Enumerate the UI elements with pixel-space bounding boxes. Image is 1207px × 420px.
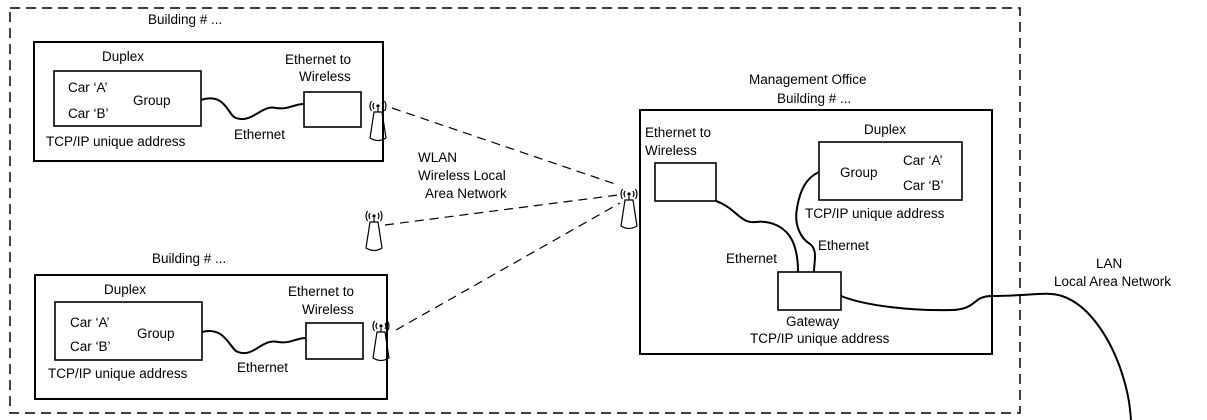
building-top-duplex-box [53, 70, 202, 127]
management-e2w-line2: Wireless [645, 143, 697, 158]
wlan-link-top [391, 107, 619, 186]
building-top-ethernet-label: Ethernet [234, 127, 285, 142]
building-bottom: Building # ... Duplex Car ‘A’ Car ‘B’ Gr… [34, 251, 388, 400]
building-bottom-duplex-label: Duplex [104, 282, 146, 297]
building-top: Building # ... Duplex Car ‘A’ Car ‘B’ Gr… [33, 12, 384, 162]
wlan-link-bottom [395, 202, 621, 331]
building-bottom-frame [34, 274, 388, 400]
management-e2w-box [654, 162, 717, 202]
management-tcpip-label: TCP/IP unique address [805, 206, 945, 221]
wlan-link-center [384, 194, 619, 226]
management-ethernet-cable-left [715, 200, 799, 273]
management-title-line1: Management Office [749, 72, 867, 87]
lan-line2: Local Area Network [1054, 274, 1171, 289]
management-group-label: Group [840, 165, 878, 180]
building-top-car-a: Car ‘A’ [68, 80, 108, 95]
building-top-group-label: Group [133, 93, 171, 108]
antenna-icon-wlan [365, 210, 383, 252]
building-bottom-car-b: Car ‘B’ [70, 339, 111, 354]
building-top-tcpip-label: TCP/IP unique address [46, 134, 186, 149]
building-bottom-ethernet-cable [201, 330, 307, 355]
wlan-line2: Wireless Local [418, 168, 506, 183]
lan: LAN Local Area Network [840, 256, 1171, 420]
building-top-ethernet-cable [200, 97, 305, 121]
building-top-e2w-line1: Ethernet to [285, 52, 351, 67]
management-ethernet-left-label: Ethernet [726, 251, 777, 266]
management-ethernet-right-label: Ethernet [818, 238, 869, 253]
building-bottom-tcpip-label: TCP/IP unique address [48, 366, 188, 381]
campus-boundary [9, 7, 1021, 414]
building-bottom-ethernet-label: Ethernet [237, 360, 288, 375]
wlan-line3: Area Network [425, 186, 507, 201]
management-gateway-box [777, 271, 842, 311]
management-e2w-line1: Ethernet to [645, 125, 711, 140]
building-top-title: Building # ... [148, 12, 222, 27]
building-bottom-e2w-box [305, 322, 364, 360]
building-bottom-group-label: Group [137, 326, 175, 341]
management-gateway-tcpip: TCP/IP unique address [750, 331, 890, 346]
antenna-icon-management [620, 188, 638, 230]
management-title-line2: Building # ... [777, 91, 851, 106]
management-gateway-label: Gateway [786, 314, 840, 329]
building-bottom-car-a: Car ‘A’ [70, 315, 110, 330]
building-bottom-title: Building # ... [152, 251, 226, 266]
building-bottom-e2w-line2: Wireless [302, 302, 354, 317]
building-top-e2w-box [303, 91, 362, 128]
wlan: WLAN Wireless Local Area Network [384, 107, 621, 331]
management-ethernet-cable-right [795, 171, 820, 273]
wlan-line1: WLAN [418, 150, 457, 165]
building-top-frame [33, 41, 384, 162]
management-car-b: Car ‘B’ [903, 178, 944, 193]
management-office: Management Office Building # ... Etherne… [639, 72, 993, 355]
management-duplex-box [818, 141, 963, 201]
lan-cable [840, 292, 1132, 420]
building-top-e2w-line2: Wireless [299, 69, 351, 84]
building-top-car-b: Car ‘B’ [68, 106, 109, 121]
management-duplex-label: Duplex [864, 122, 906, 137]
lan-line1: LAN [1096, 256, 1122, 271]
management-car-a: Car ‘A’ [903, 153, 943, 168]
management-frame [639, 109, 993, 355]
building-bottom-e2w-line1: Ethernet to [288, 284, 354, 299]
building-top-duplex-label: Duplex [102, 49, 144, 64]
